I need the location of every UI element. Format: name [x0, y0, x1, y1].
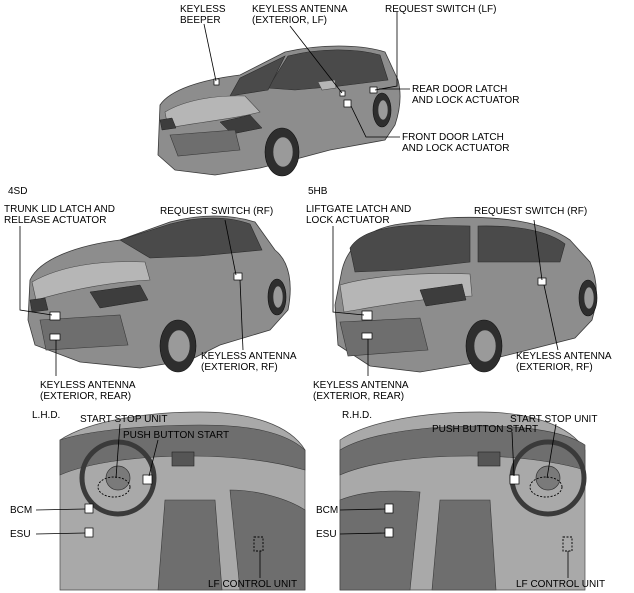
hatchback-view-tag: 5HB — [308, 186, 328, 197]
label-trunk-lid-latch: TRUNK LID LATCH AND RELEASE ACTUATOR — [4, 204, 115, 226]
label-keyless-antenna-rear-hatchback-line-2: (EXTERIOR, REAR) — [313, 391, 405, 402]
label-liftgate-latch-line-1: LIFTGATE LATCH AND — [306, 204, 412, 215]
label-trunk-lid-latch-line-2: RELEASE ACTUATOR — [4, 215, 107, 226]
label-request-switch-rf-sedan: REQUEST SWITCH (RF) — [160, 206, 274, 217]
label-keyless-antenna-lf-line-2: (EXTERIOR, LF) — [252, 15, 328, 26]
label-request-switch-lf: REQUEST SWITCH (LF) — [385, 4, 497, 15]
lhd-interior-illustration — [59, 411, 306, 591]
label-front-door-latch-line-1: FRONT DOOR LATCH — [402, 132, 504, 143]
label-keyless-antenna-rear-sedan-line-1: KEYLESS ANTENNA — [40, 380, 136, 391]
label-keyless-antenna-rf-hatchback-line-2: (EXTERIOR, RF) — [516, 362, 593, 373]
label-lhd-bcm: BCM — [10, 505, 33, 516]
rhd-view-tag: R.H.D. — [342, 410, 372, 421]
label-liftgate-latch-line-2: LOCK ACTUATOR — [306, 215, 390, 226]
label-lhd-push-button-start: PUSH BUTTON START — [123, 430, 230, 441]
label-keyless-antenna-lf: KEYLESS ANTENNA (EXTERIOR, LF) — [252, 4, 348, 26]
label-keyless-antenna-rf-sedan: KEYLESS ANTENNA (EXTERIOR, RF) — [201, 351, 297, 373]
label-lhd-esu: ESU — [10, 529, 31, 540]
label-rear-door-latch-line-2: AND LOCK ACTUATOR — [412, 95, 520, 106]
label-rear-door-latch-line-1: REAR DOOR LATCH — [412, 84, 508, 95]
label-keyless-antenna-rear-sedan: KEYLESS ANTENNA (EXTERIOR, REAR) — [40, 380, 136, 402]
label-lhd-lf-control-unit: LF CONTROL UNIT — [208, 579, 298, 590]
label-keyless-antenna-rear-hatchback: KEYLESS ANTENNA (EXTERIOR, REAR) — [313, 380, 409, 402]
label-keyless-antenna-lf-line-1: KEYLESS ANTENNA — [252, 4, 348, 15]
label-keyless-antenna-rf-hatchback: KEYLESS ANTENNA (EXTERIOR, RF) — [516, 351, 612, 373]
top-car-illustration — [157, 45, 401, 177]
label-keyless-antenna-rear-hatchback-line-1: KEYLESS ANTENNA — [313, 380, 409, 391]
hatchback-car-illustration — [334, 216, 598, 373]
sedan-car-illustration — [27, 215, 291, 373]
label-rhd-push-button-start: PUSH BUTTON START — [432, 424, 539, 435]
label-keyless-beeper: KEYLESS BEEPER — [180, 4, 226, 26]
label-keyless-beeper-line-2: BEEPER — [180, 15, 221, 26]
label-trunk-lid-latch-line-1: TRUNK LID LATCH AND — [4, 204, 115, 215]
label-liftgate-latch: LIFTGATE LATCH AND LOCK ACTUATOR — [306, 204, 411, 226]
label-rhd-start-stop-unit: START STOP UNIT — [510, 414, 598, 425]
label-front-door-latch: FRONT DOOR LATCH AND LOCK ACTUATOR — [402, 132, 509, 154]
label-request-switch-rf-hatchback: REQUEST SWITCH (RF) — [474, 206, 588, 217]
label-keyless-antenna-rf-sedan-line-1: KEYLESS ANTENNA — [201, 351, 297, 362]
label-keyless-antenna-rf-hatchback-line-1: KEYLESS ANTENNA — [516, 351, 612, 362]
leader-lines — [19, 12, 569, 578]
label-rhd-lf-control-unit: LF CONTROL UNIT — [516, 579, 606, 590]
label-rear-door-latch: REAR DOOR LATCH AND LOCK ACTUATOR — [412, 84, 519, 106]
sedan-view-tag: 4SD — [8, 186, 28, 197]
label-keyless-antenna-rear-sedan-line-2: (EXTERIOR, REAR) — [40, 391, 132, 402]
rhd-interior-illustration — [339, 411, 587, 591]
label-lhd-start-stop-unit: START STOP UNIT — [80, 414, 168, 425]
label-front-door-latch-line-2: AND LOCK ACTUATOR — [402, 143, 510, 154]
label-keyless-beeper-line-1: KEYLESS — [180, 4, 226, 15]
lhd-view-tag: L.H.D. — [32, 410, 61, 421]
label-rhd-esu: ESU — [316, 529, 337, 540]
label-rhd-bcm: BCM — [316, 505, 339, 516]
label-keyless-antenna-rf-sedan-line-2: (EXTERIOR, RF) — [201, 362, 278, 373]
